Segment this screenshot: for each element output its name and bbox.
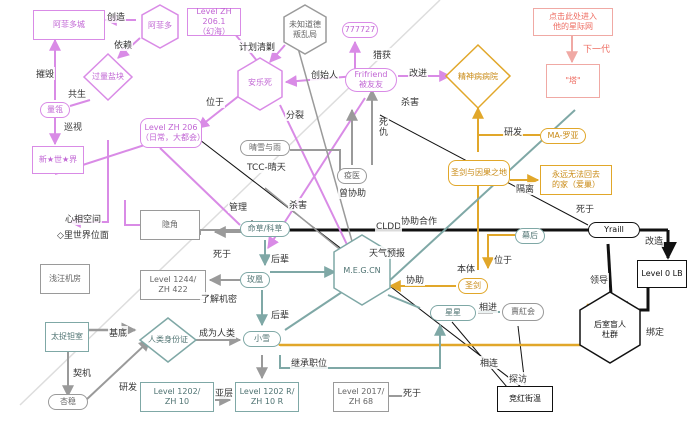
edges-gray [62,47,405,406]
edge-label-houbei2: 后辈 [270,308,291,321]
node-level-zh206[interactable]: Level ZH 206 （日常，大都会） [140,118,205,148]
edge-label-jihuaqingsao: 计划清剿 [238,40,277,53]
node-afeiduo[interactable]: 阿菲多 [148,21,172,31]
edge-label-lingdao: 领导 [589,273,610,286]
node-human-cert[interactable]: 人类身份证 [148,335,188,345]
node-jiqi[interactable]: 幕后 [515,228,545,244]
edge-label-tanfang: 探访 [508,372,529,385]
node-yiyi[interactable]: 疫医 [337,168,367,184]
edge-label-xunshi: 巡视 [63,120,84,133]
node-jiemo[interactable]: 杏稳 [48,394,88,410]
edge-label-sharen1: 杀害 [400,95,421,108]
node-sacred-garden[interactable]: 圣剑与因果之地 [448,160,510,186]
node-forever-home[interactable]: 永远无法回去 的家（爱巢） [540,165,612,195]
edge-label-fenlie: 分裂 [285,108,306,121]
node-level2017[interactable]: Level 2017/ ZH 68 [333,382,389,412]
edge-label-yilai: 依赖 [113,38,134,51]
node-level1202r[interactable]: Level 1202 R/ ZH 10 R [235,382,299,412]
node-an-le-si[interactable]: 安乐死 [248,78,272,88]
edge-label-gaizao: 改造 [644,234,665,247]
spirit-hospital-diamond [444,43,512,110]
node-luojiao[interactable]: 隐角 [140,210,200,240]
edge-label-cuihui: 摧毁 [35,67,56,80]
node-frifriend[interactable]: Frifriend 被友友 [345,68,397,92]
edge-label-geli: 隔离 [515,182,536,195]
an-le-si-hexagon [237,57,283,111]
unknown-abducted-hexagon [283,4,327,55]
node-meiling[interactable]: 玫凰 [240,272,270,288]
afeiduo-hexagon [141,4,179,49]
node-unknown-abducted[interactable]: 未知道德 叛乱局 [289,20,321,39]
node-taishan-base[interactable]: 太捉钽室 [45,322,89,352]
node-fate-code[interactable]: 命草/科草 [240,221,290,237]
edge-label-weiyu2: 位于 [493,253,514,266]
node-level0[interactable]: Level 0 LB [637,260,687,288]
node-xiaoxue[interactable]: 小雪 [243,331,281,347]
edge-label-xiezhu-hezuo: 协助合作 [400,214,439,227]
node-level-zh2061[interactable]: Level ZH 206.1 （幻海） [187,7,241,36]
edge-label-chengwei: 成为人类 [198,326,237,339]
last-guide-hexagon [579,291,641,364]
edge-label-xianglian: 相连 [479,356,500,369]
node-shirong[interactable]: 賣紅会 [502,303,544,321]
label-next-gen: 下一代 [582,42,612,55]
edge-label-zeng-xiezhu: 曾协助 [338,186,368,199]
edge-label-cldd: CLDD [375,222,403,232]
edge-label-weiyu: 位于 [205,95,226,108]
node-afeiduo-city[interactable]: 阿菲多城 [33,10,105,40]
node-yraill[interactable]: Yraill [588,222,640,238]
edge-label-siyu1: 死于 [575,202,596,215]
node-level1202[interactable]: Level 1202/ ZH 10 [140,382,214,412]
edge-label-xinxiang: 心相空间 [64,212,103,225]
node-duihongjie[interactable]: 竞红街温 [497,386,553,412]
edge-label-yaceng: 亚层 [214,386,235,399]
edge-label-xiangjin: 相进 [478,300,499,313]
edge-label-gaijin: 改进 [408,66,429,79]
node-haunted-room[interactable]: 浅汪机房 [40,264,90,294]
edge-label-tcc: TCC-晴天 [246,160,287,173]
edge-label-chuangzao: 创造 [106,10,127,23]
edge-label-sharen2: 杀害 [288,198,309,211]
node-spirit-hospital[interactable]: 精神病病院 [458,72,498,82]
edge-label-jicheng: 继承职位 [290,356,329,369]
edge-label-guanli: 管理 [228,200,249,213]
node-overload-block[interactable]: 过量盐块 [92,72,124,82]
node-qingxue[interactable]: 晴雪与雨 [240,140,290,156]
node-tower[interactable]: "塔" [546,64,600,98]
edge-label-tianqi: 天气预报 [368,246,407,259]
node-liangling[interactable]: 量瓴 [40,102,70,118]
edge-label-lishijie: ◇里世界位面 [56,228,110,241]
edge-label-yanfa1: 研发 [503,125,524,138]
edge-label-siyu3: 死于 [402,386,423,399]
node-last-guide[interactable]: 后室盲人 杜群 [594,320,626,339]
node-click-enter[interactable]: 点击此处进入 他的星际网 [533,8,613,36]
edge-label-yanfa2: 研发 [118,380,139,393]
node-xingyu[interactable]: 星星 [430,305,476,321]
edge-label-liaojie: 了解机密 [200,292,239,305]
human-cert-diamond [138,317,198,363]
edge-label-xiezhu: 协助 [405,273,426,286]
edge-label-gongsheng: 共生 [67,87,88,100]
node-level1244[interactable]: Level 1244/ ZH 422 [140,270,206,300]
node-777727[interactable]: 777727 [342,22,378,38]
edge-label-bangding: 绑定 [645,325,666,338]
overload-block-diamond [82,52,134,102]
node-megcn[interactable]: M.E.G.CN [343,266,381,276]
node-new-world[interactable]: 新★世★界 [32,146,84,174]
edge-label-liehuo: 猎获 [372,48,393,61]
edge-label-sichou: 死 仇 [378,118,390,139]
edge-label-houbei1: 后辈 [270,252,291,265]
node-ma-luoya[interactable]: MA-罗亚 [540,128,586,144]
edge-label-jidi: 基底 [108,326,129,339]
edge-label-siyu2: 死于 [212,247,233,260]
node-shengjian[interactable]: 圣剑 [458,278,488,294]
edge-label-benti: 本体 [456,262,477,275]
edge-label-chuangshiren: 创始人 [310,68,340,81]
edge-label-jiji: 契机 [72,366,93,379]
